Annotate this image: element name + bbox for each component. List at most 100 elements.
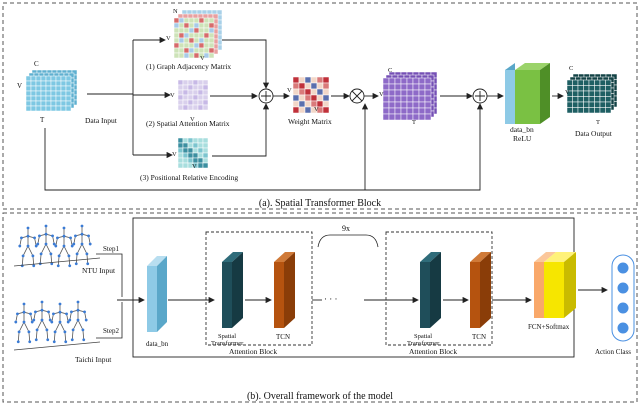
matrix-cell xyxy=(298,76,306,84)
matrix-cell xyxy=(316,76,324,84)
grid-cell xyxy=(572,79,579,86)
skeleton-joint xyxy=(50,320,54,324)
matrix-cell xyxy=(187,89,194,96)
matrix-cell xyxy=(322,88,330,96)
skeleton-joint xyxy=(68,264,72,268)
grid-cell xyxy=(30,95,37,102)
grid-cell xyxy=(30,75,37,82)
matrix-cell xyxy=(187,152,194,159)
skeleton-joint xyxy=(80,232,84,236)
grid-cell xyxy=(566,101,573,108)
action-class-node xyxy=(617,322,629,334)
tcn-layer-2 xyxy=(470,252,491,328)
grid-cell xyxy=(605,79,612,86)
tcn2-label: TCN xyxy=(472,333,486,341)
matrix-cell xyxy=(322,76,330,84)
matrix-cell xyxy=(316,82,324,90)
skeleton-joint xyxy=(26,244,30,248)
matrix-cell xyxy=(177,79,184,86)
matrix-cell xyxy=(202,147,209,154)
skeleton-joint xyxy=(69,236,72,240)
grid-cell xyxy=(400,101,408,109)
matrix-cell xyxy=(183,37,190,44)
grid-cell xyxy=(55,85,62,92)
matrix-cell xyxy=(203,17,210,24)
matrix-cell xyxy=(310,94,318,102)
matrix-cell xyxy=(183,17,190,24)
grid-cell xyxy=(418,77,426,85)
matrix-cell xyxy=(298,88,306,96)
grid-cell xyxy=(50,80,57,87)
grid-cell xyxy=(65,100,72,107)
enc-axis-v: V xyxy=(172,151,177,158)
fcn-label: FCN+Softmax xyxy=(528,323,570,331)
skeleton-bone xyxy=(23,321,30,333)
grid-cell xyxy=(577,79,584,86)
matrix-cell xyxy=(188,27,195,34)
matrix-cell xyxy=(322,94,330,102)
grid-cell xyxy=(394,89,402,97)
matrix-cell xyxy=(182,137,189,144)
skeleton-joint xyxy=(26,234,30,238)
matrix-cell xyxy=(203,22,210,29)
skeleton-joint xyxy=(29,312,32,316)
matrix-cell xyxy=(173,47,180,54)
matrix-cell xyxy=(177,152,184,159)
matrix-cell xyxy=(178,32,185,39)
attention-block-2 xyxy=(385,231,493,346)
ellipsis: · · · xyxy=(324,294,338,304)
skeleton-bone xyxy=(76,243,83,255)
grid-cell xyxy=(424,107,432,115)
grid-cell xyxy=(588,107,595,114)
taichi-label: Taichi Input xyxy=(75,355,112,364)
matrix-cell xyxy=(182,89,189,96)
grid-cell xyxy=(583,90,590,97)
skeleton-joint xyxy=(34,338,38,342)
matrix-cell xyxy=(202,142,209,149)
skeleton-joint xyxy=(45,328,49,332)
grid-cell xyxy=(40,95,47,102)
st1-label-line1: Spatial xyxy=(218,333,236,340)
skeleton-bone xyxy=(64,331,67,342)
matrix-cell xyxy=(192,147,199,154)
matrix-cell xyxy=(178,42,185,49)
matrix-cell xyxy=(316,94,324,102)
skeleton-joint xyxy=(70,244,74,248)
matrix-cell xyxy=(292,94,300,102)
matrix-cell xyxy=(202,99,209,106)
matrix-cell xyxy=(182,99,189,106)
matrix-cell xyxy=(187,104,194,111)
matrix-cell xyxy=(202,79,209,86)
matrix-cell xyxy=(208,42,215,49)
weight-axis-v2: V xyxy=(314,106,319,113)
matrix-cell xyxy=(304,106,312,114)
skeleton-joint xyxy=(76,300,80,304)
matrix-cell xyxy=(198,32,205,39)
matrix-cell xyxy=(177,99,184,106)
matrix-cell xyxy=(187,137,194,144)
adjacency-matrix xyxy=(173,9,223,59)
out-axis-v: V xyxy=(379,91,384,98)
matrix-cell xyxy=(298,100,306,108)
matrix-cell xyxy=(173,17,180,24)
grid-cell xyxy=(50,90,57,97)
grid-cell xyxy=(25,90,32,97)
skeleton-joint xyxy=(26,226,30,230)
matrix-cell xyxy=(203,32,210,39)
st1-label-line2: Transformer xyxy=(211,340,244,347)
skeleton-figures xyxy=(13,224,101,351)
skeleton-joint xyxy=(27,330,31,334)
grid-cell xyxy=(65,80,72,87)
residual-line xyxy=(44,103,369,191)
matrix-cell xyxy=(182,79,189,86)
skeleton-joint xyxy=(46,338,50,342)
st2-label-line2: Transformer xyxy=(407,340,440,347)
repeat-bracket xyxy=(317,234,379,248)
matrix-cell xyxy=(304,82,312,90)
matrix-cell xyxy=(192,104,199,111)
skeleton-joint xyxy=(40,300,44,304)
matrix-cell xyxy=(304,100,312,108)
grid-cell xyxy=(599,85,606,92)
